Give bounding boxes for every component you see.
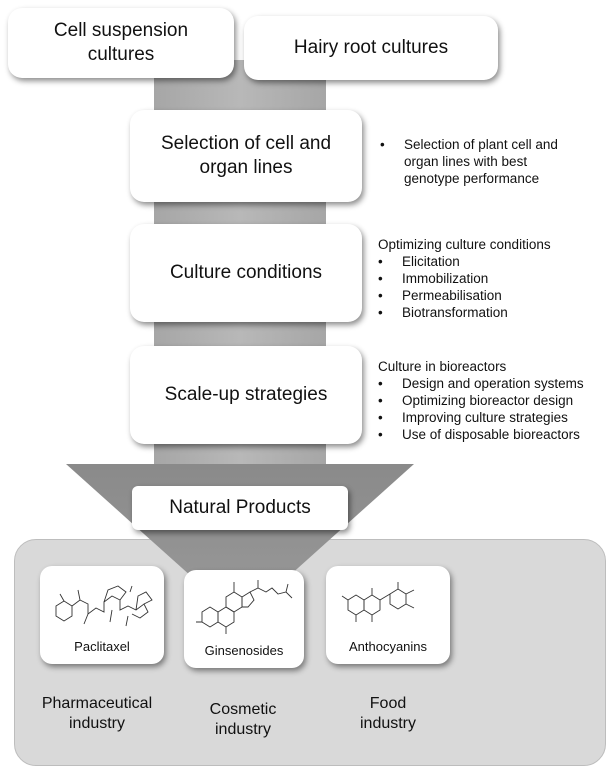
selection-step-box: Selection of cell and organ lines (130, 110, 362, 202)
bioreactor-heading: Culture in bioreactors (378, 359, 507, 374)
industry-line: industry (214, 721, 272, 738)
bioreactor-bullet: Improving culture strategies (378, 409, 612, 426)
industry-line: Pharmaceutical (41, 695, 153, 712)
culture-conditions-box: Culture conditions (130, 224, 362, 322)
paclitaxel-structure-icon (55, 585, 153, 627)
bioreactor-bullet: Optimizing bioreactor design (378, 392, 612, 409)
culture-bullet: Elicitation (378, 253, 608, 270)
scale-up-title: Scale-up strategies (164, 384, 328, 406)
anthocyanins-card: Anthocyanins (326, 566, 450, 664)
industry-line: industry (359, 715, 417, 732)
selection-note: Selection of plant cell and organ lines … (380, 136, 580, 187)
industry-line: industry (68, 715, 126, 732)
ginsenosides-label: Ginsenosides (204, 643, 284, 658)
anthocyanins-label: Anthocyanins (348, 639, 428, 654)
bioreactor-note: Culture in bioreactors Design and operat… (378, 358, 612, 443)
ginsenosides-card: Ginsenosides (184, 570, 304, 668)
food-industry-label: Food industry (330, 694, 446, 734)
industry-line: Food (369, 695, 407, 712)
ginsenosides-structure-icon (196, 580, 293, 634)
culture-bullet: Biotransformation (378, 304, 608, 321)
natural-products-label: Natural Products (169, 497, 311, 519)
culture-conditions-note: Optimizing culture conditions Elicitatio… (378, 236, 608, 321)
culture-bullet: Immobilization (378, 270, 608, 287)
anthocyanins-structure-icon (341, 582, 415, 622)
paclitaxel-card: Paclitaxel (40, 566, 164, 664)
selection-step-title: Selection of cell and organ lines (160, 133, 332, 178)
culture-conditions-heading: Optimizing culture conditions (378, 237, 551, 252)
culture-conditions-title: Culture conditions (169, 262, 323, 284)
industry-line: Cosmetic (209, 701, 277, 718)
hairy-root-box: Hairy root cultures (244, 16, 498, 80)
bioreactor-bullet: Design and operation systems (378, 375, 612, 392)
paclitaxel-label: Paclitaxel (74, 639, 130, 654)
hairy-root-label: Hairy root cultures (293, 37, 449, 59)
culture-bullet: Permeabilisation (378, 287, 608, 304)
bioreactor-bullet: Use of disposable bioreactors (378, 426, 612, 443)
cell-suspension-label: Cell suspension cultures (53, 20, 189, 65)
pharmaceutical-industry-label: Pharmaceutical industry (24, 694, 170, 734)
cell-suspension-box: Cell suspension cultures (8, 8, 234, 78)
selection-bullet: Selection of plant cell and organ lines … (380, 136, 580, 187)
cosmetic-industry-label: Cosmetic industry (188, 700, 298, 740)
natural-products-box: Natural Products (132, 486, 348, 530)
scale-up-box: Scale-up strategies (130, 346, 362, 444)
